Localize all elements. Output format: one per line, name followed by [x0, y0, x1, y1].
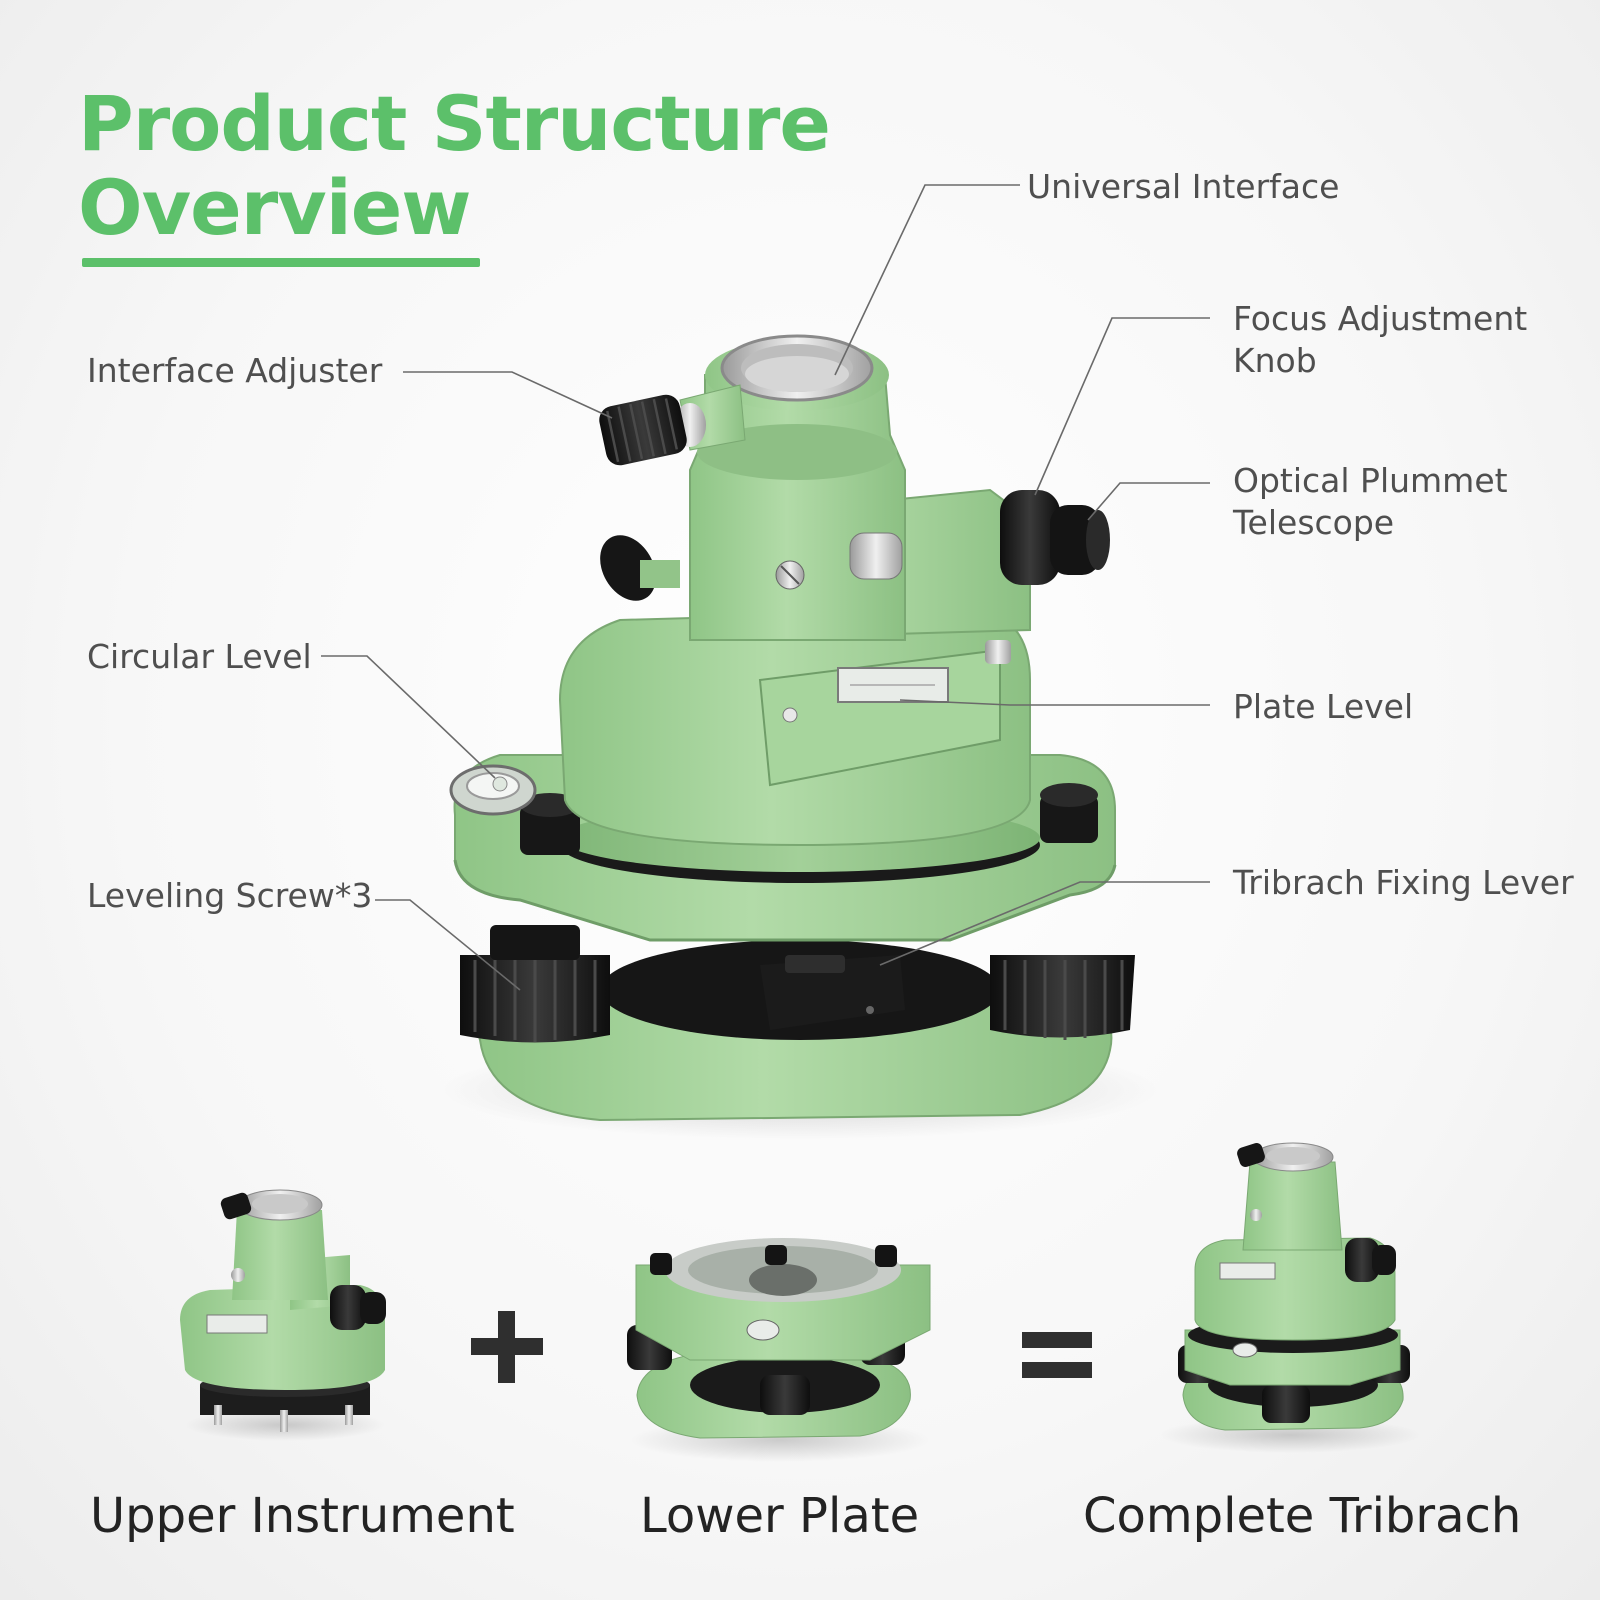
label-optical-plummet-telescope: Optical Plummet Telescope — [1233, 460, 1508, 544]
leader-focus-knob — [1034, 317, 1210, 496]
leader-universal-interface — [834, 184, 1020, 376]
label-plummet-line-1: Optical Plummet — [1233, 461, 1508, 500]
leveling-screw-left — [460, 925, 610, 1043]
label-leveling-screw: Leveling Screw*3 — [87, 876, 373, 915]
label-universal-interface: Universal Interface — [1027, 167, 1340, 206]
caption-complete-tribrach: Complete Tribrach — [1083, 1488, 1522, 1544]
leader-leveling-screw — [375, 899, 521, 991]
title-line-2: Overview — [78, 163, 472, 252]
upper-instrument-image — [180, 1189, 386, 1441]
main-tribrach — [440, 334, 1160, 1140]
lower-plate-image — [627, 1238, 931, 1462]
label-focus-adjustment-knob: Focus Adjustment Knob — [1233, 298, 1527, 382]
leader-circular-level — [321, 655, 496, 779]
left-knob — [600, 535, 680, 601]
label-interface-adjuster: Interface Adjuster — [87, 351, 383, 390]
leveling-screw-right — [990, 955, 1135, 1040]
page-title: Product Structure Overview — [78, 79, 831, 252]
complete-tribrach-image — [1160, 1142, 1420, 1453]
label-tribrach-fixing-lever: Tribrach Fixing Lever — [1233, 863, 1574, 902]
label-plummet-line-2: Telescope — [1233, 503, 1395, 542]
caption-upper-instrument: Upper Instrument — [90, 1488, 515, 1544]
label-focus-line-2: Knob — [1233, 341, 1317, 380]
title-line-1: Product Structure — [78, 79, 831, 168]
leader-lines — [321, 184, 1210, 991]
leader-plummet — [1087, 482, 1210, 521]
label-plate-level: Plate Level — [1233, 687, 1414, 726]
interface-adjuster — [599, 384, 746, 466]
equals-icon — [1022, 1332, 1092, 1378]
leader-plate-level — [899, 699, 1210, 706]
optical-plummet-knob — [1000, 490, 1110, 585]
circular-level — [449, 764, 537, 816]
label-focus-line-1: Focus Adjustment — [1233, 299, 1528, 338]
fixing-lever — [760, 955, 905, 1030]
leader-interface-adjuster — [403, 371, 613, 419]
title-underline — [82, 258, 480, 267]
plus-icon — [471, 1311, 543, 1383]
universal-interface — [705, 334, 889, 411]
label-circular-level: Circular Level — [87, 637, 312, 676]
leader-fixing-lever — [879, 881, 1210, 966]
plate-level — [758, 640, 1011, 787]
caption-lower-plate: Lower Plate — [640, 1488, 920, 1544]
